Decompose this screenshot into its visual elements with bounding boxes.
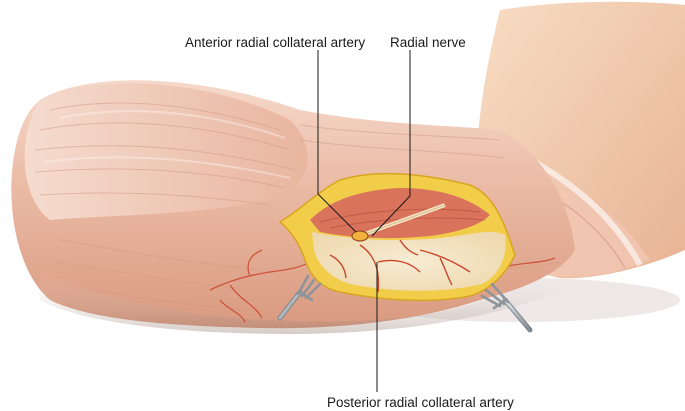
leader-lines [317, 50, 411, 392]
muscle-fibres [34, 102, 561, 311]
left-retractor [277, 274, 322, 321]
label-radial-nerve: Radial nerve [390, 35, 466, 50]
wound-vessels [329, 239, 471, 293]
incision-connective-tissue [312, 231, 506, 291]
label-posterior-radial-collateral-artery: Posterior radial collateral artery [327, 395, 514, 410]
leader-anterior [317, 50, 357, 233]
right-retractor [480, 282, 533, 333]
anterior-radial-collateral-artery [351, 230, 369, 242]
label-anterior-radial-collateral-artery: Anterior radial collateral artery [185, 35, 366, 50]
incision-muscle [310, 188, 490, 239]
leader-radial [371, 50, 411, 237]
